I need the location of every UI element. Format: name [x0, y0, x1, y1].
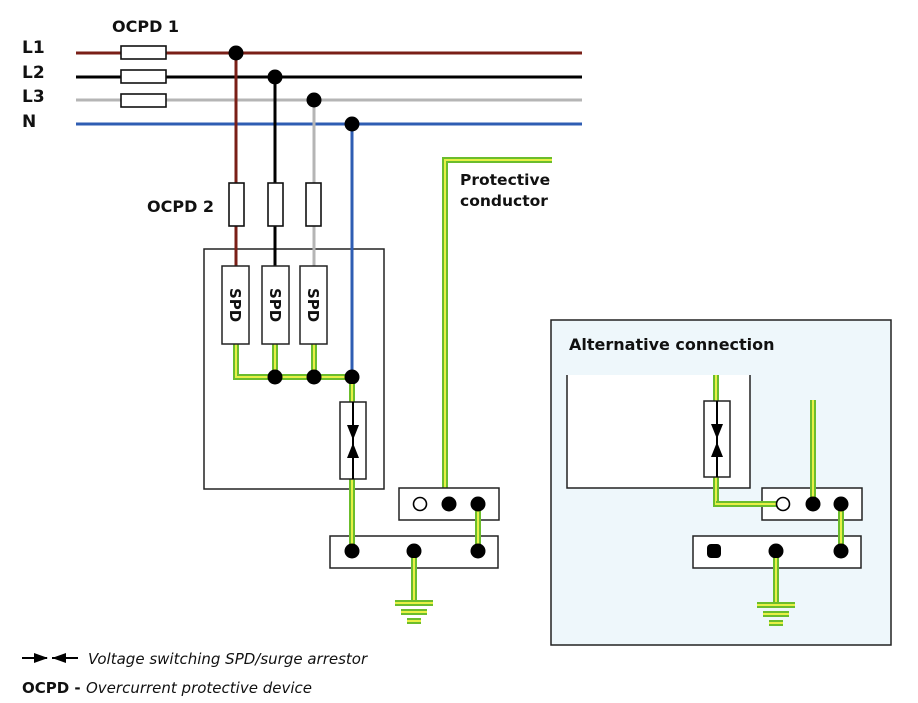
surge-arrestor [339, 401, 367, 480]
svg-text:SPD: SPD [304, 288, 322, 322]
terminal-dot [470, 543, 486, 559]
earth-ground-icon [395, 558, 433, 624]
protective-conductor-wire [444, 159, 552, 504]
arrow-down-icon [347, 425, 359, 440]
ocpd1-label: OCPD 1 [112, 17, 179, 36]
svg-text:SPD: SPD [266, 288, 284, 322]
terminal-open [775, 496, 791, 512]
terminal-dot [344, 543, 360, 559]
svg-text:SPD: SPD [226, 288, 244, 322]
ocpd2-fuses [228, 182, 322, 227]
spd-unit: SPD [299, 265, 328, 345]
supply-lines [76, 51, 582, 126]
terminal-dot [805, 496, 821, 512]
terminal-dot [441, 496, 457, 512]
junction-dot [306, 369, 322, 385]
spd-unit: SPD [221, 265, 250, 345]
earth-ground-icon [757, 558, 795, 626]
fuse-icon [120, 69, 167, 84]
label-L3: L3 [22, 87, 45, 107]
junction-dot [267, 69, 283, 85]
fuse-icon [120, 93, 167, 108]
junction-dot [306, 92, 322, 108]
legend-ocpd-abbr: OCPD - [22, 679, 81, 697]
fuse-icon [305, 182, 322, 227]
arrow-up-icon [347, 443, 359, 458]
label-L1: L1 [22, 38, 45, 58]
terminal-dot [406, 543, 422, 559]
legend-arrow-symbol-icon [22, 653, 78, 663]
alternative-connection-title: Alternative connection [569, 335, 775, 354]
legend-arrestor-desc: Voltage switching SPD/surge arrestor [88, 650, 368, 668]
alt-enclosure-border [566, 375, 751, 489]
protective-conductor-label-1: Protective [460, 171, 550, 189]
arrow-down-icon [711, 424, 723, 439]
terminal-dot [768, 543, 784, 559]
fuse-icon [228, 182, 245, 227]
junction-dot [267, 369, 283, 385]
ocpd2-label: OCPD 2 [147, 197, 214, 216]
terminal-dot [707, 544, 721, 558]
terminal-dot [833, 496, 849, 512]
protective-conductor-wire [442, 157, 552, 504]
junction-dot [344, 369, 360, 385]
alt-surge-arrestor [703, 400, 731, 478]
fuse-icon [267, 182, 284, 227]
terminal-open [412, 496, 428, 512]
junction-dot [228, 45, 244, 61]
protective-conductor-label-2: conductor [460, 192, 548, 210]
arrow-up-icon [711, 442, 723, 457]
terminal-dot [833, 543, 849, 559]
fuse-icon [120, 45, 167, 60]
label-N: N [22, 112, 36, 132]
legend-ocpd-desc: Overcurrent protective device [86, 679, 312, 697]
ocpd1-fuses [120, 45, 167, 108]
label-L2: L2 [22, 63, 45, 83]
junction-dot [344, 116, 360, 132]
terminal-dot [470, 496, 486, 512]
spd-unit: SPD [261, 265, 290, 345]
